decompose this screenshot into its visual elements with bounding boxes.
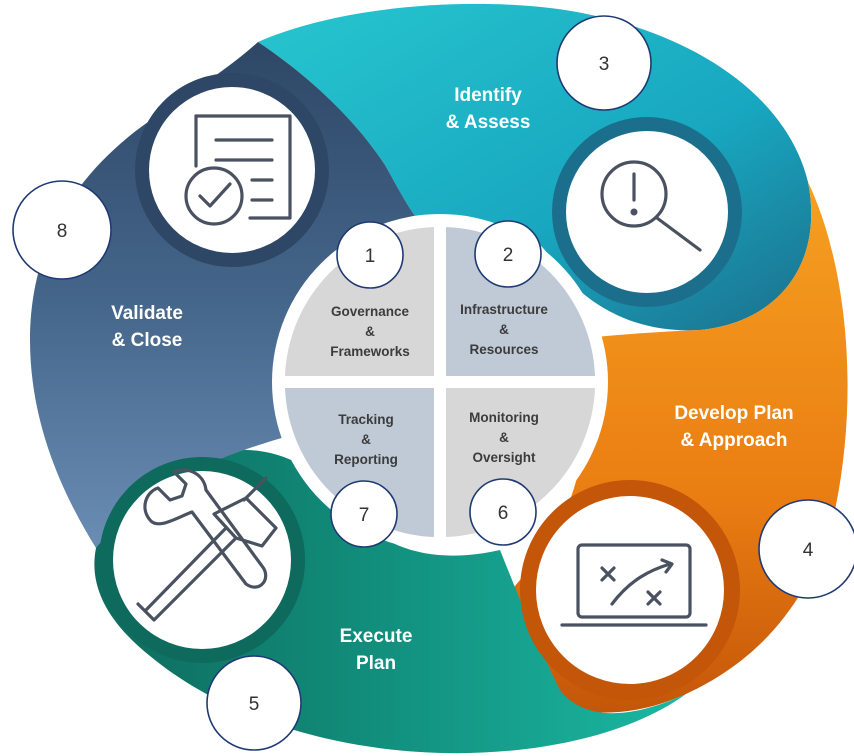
quadrant-tracking	[285, 388, 434, 537]
svg-text:8: 8	[57, 221, 68, 242]
svg-text:&: &	[499, 430, 509, 445]
svg-text:Governance: Governance	[331, 304, 410, 319]
magnifier-exclamation-icon	[552, 117, 742, 307]
svg-text:Execute: Execute	[340, 626, 413, 647]
svg-text:Identify: Identify	[454, 85, 522, 106]
svg-text:Tracking: Tracking	[338, 412, 394, 427]
svg-text:& Close: & Close	[112, 330, 183, 351]
svg-text:Oversight: Oversight	[472, 450, 536, 465]
svg-text:4: 4	[803, 540, 814, 561]
quadrant-label-monitoring: Monitoring & Oversight	[469, 410, 539, 465]
label-develop: Develop Plan & Approach	[674, 403, 793, 451]
svg-text:&: &	[361, 432, 371, 447]
svg-text:Develop Plan: Develop Plan	[674, 403, 793, 424]
svg-text:Resources: Resources	[469, 342, 538, 357]
svg-text:3: 3	[599, 54, 610, 75]
svg-text:Validate: Validate	[111, 303, 183, 324]
quadrant-label-infrastructure: Infrastructure & Resources	[460, 302, 548, 357]
number-badge-3: 3	[556, 15, 652, 111]
label-validate: Validate & Close	[111, 303, 183, 351]
laptop-strategy-icon	[520, 480, 740, 700]
svg-text:&: &	[499, 322, 509, 337]
quadrant-label-governance: Governance & Frameworks	[330, 304, 410, 359]
svg-text:6: 6	[498, 503, 509, 524]
svg-text:&: &	[365, 324, 375, 339]
number-badge-6: 6	[469, 478, 537, 546]
label-identify: Identify & Assess	[446, 85, 531, 133]
svg-text:1: 1	[365, 246, 376, 267]
svg-text:7: 7	[359, 505, 370, 526]
number-badge-7: 7	[330, 480, 398, 548]
svg-text:Monitoring: Monitoring	[469, 410, 539, 425]
svg-text:& Assess: & Assess	[446, 112, 531, 133]
svg-text:Frameworks: Frameworks	[330, 344, 410, 359]
number-badge-2: 2	[474, 220, 542, 288]
wrench-hammer-icon	[99, 457, 305, 663]
svg-text:Reporting: Reporting	[334, 452, 398, 467]
quadrant-label-tracking: Tracking & Reporting	[334, 412, 398, 467]
number-badge-4: 4	[758, 499, 854, 599]
number-badge-8: 8	[12, 180, 112, 280]
number-badge-1: 1	[336, 221, 404, 289]
checklist-document-icon	[135, 73, 329, 267]
center-hub-ring	[272, 214, 608, 550]
number-badge-5: 5	[206, 655, 302, 751]
svg-text:Infrastructure: Infrastructure	[460, 302, 548, 317]
svg-text:Plan: Plan	[356, 653, 396, 674]
svg-text:2: 2	[503, 245, 514, 266]
label-execute: Execute Plan	[340, 626, 413, 674]
svg-text:& Approach: & Approach	[681, 430, 788, 451]
svg-text:5: 5	[249, 694, 260, 715]
